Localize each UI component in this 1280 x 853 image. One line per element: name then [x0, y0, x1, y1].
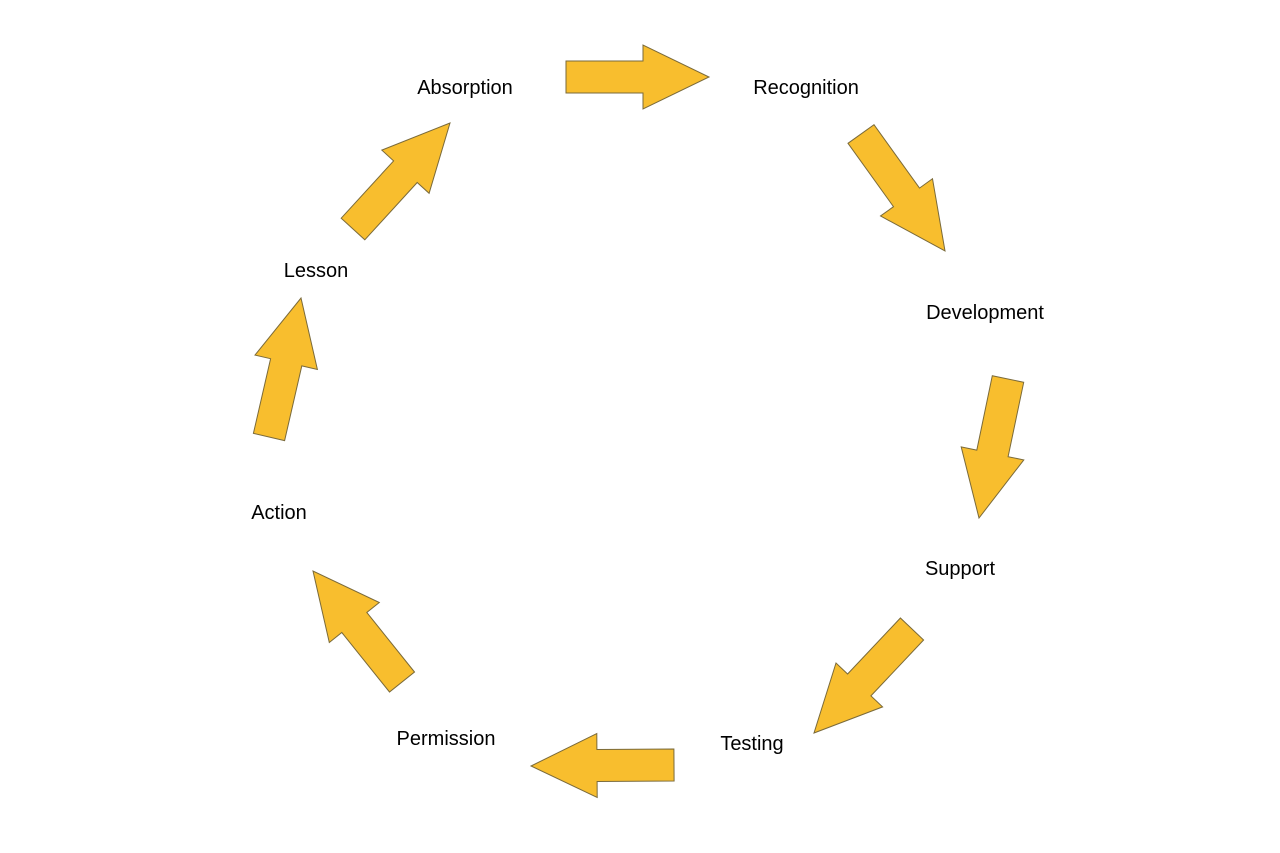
stage-label-recognition: Recognition [753, 77, 859, 99]
arrow-permission-to-action-icon [312, 570, 416, 693]
stage-label-permission: Permission [397, 728, 496, 750]
arrow-recognition-to-development-icon [847, 124, 946, 252]
stage-label-testing: Testing [720, 733, 783, 755]
arrow-development-to-support-icon [960, 375, 1025, 520]
stage-label-action: Action [251, 502, 307, 524]
stage-label-absorption: Absorption [417, 77, 513, 99]
arrow-absorption-to-recognition-icon [565, 44, 711, 110]
arrow-action-to-lesson-icon [252, 296, 319, 442]
stage-label-lesson: Lesson [284, 260, 349, 282]
arrow-testing-to-permission-icon [529, 732, 675, 799]
arrow-support-to-testing-icon [813, 617, 925, 734]
stage-label-support: Support [925, 558, 995, 580]
arrow-lesson-to-absorption-icon [340, 122, 451, 241]
stage-label-development: Development [926, 302, 1044, 324]
